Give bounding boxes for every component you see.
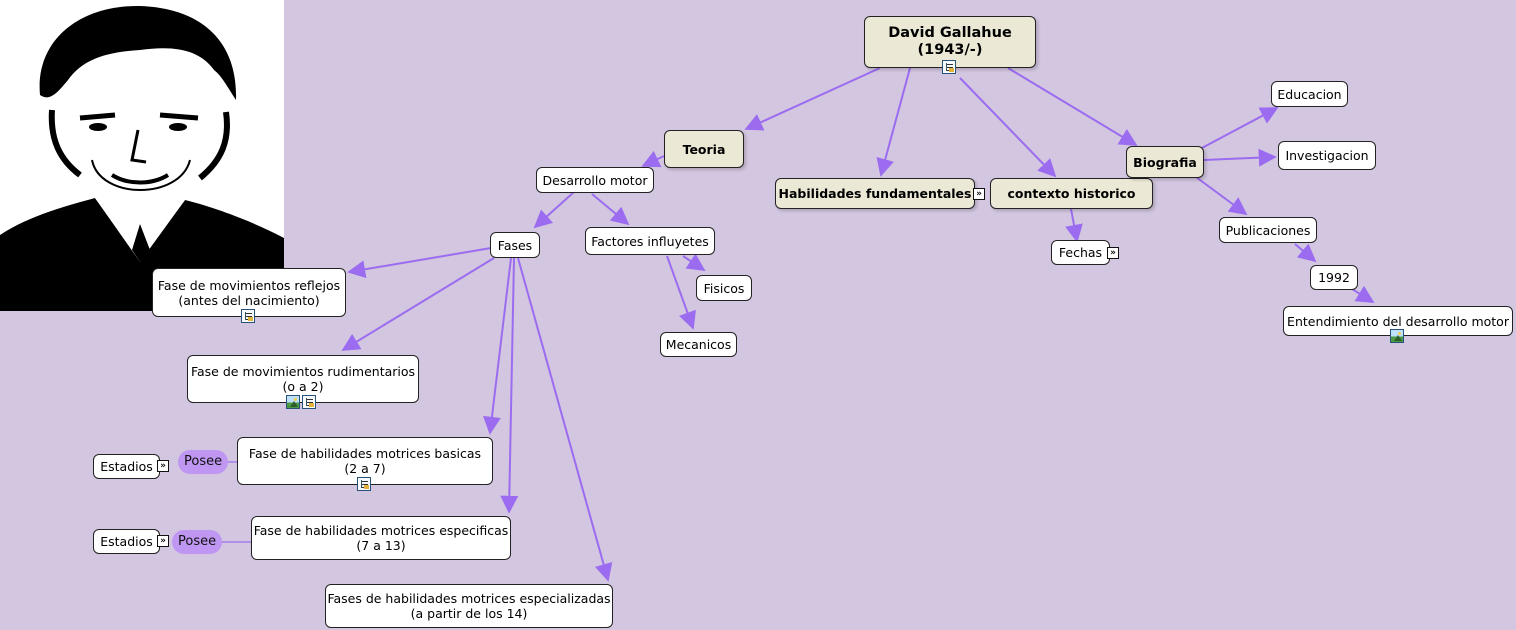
link-fases-rudimentarios [341, 257, 495, 351]
link-biografia-publicaciones [1195, 176, 1248, 216]
document-icon[interactable] [241, 309, 255, 323]
node-habilidades-fundamentales[interactable]: Habilidades fundamentales [775, 178, 975, 209]
link-fases-reflejos [347, 247, 492, 279]
link-desarrollo-factores [591, 193, 630, 226]
link-fases-especializadas [517, 257, 613, 582]
root-years: (1943/-) [917, 42, 983, 58]
link-teoria-desarrollo [641, 150, 665, 168]
node-fases[interactable]: Fases [490, 232, 540, 258]
link-factores-fisicos [682, 253, 706, 271]
linking-phrase-posee-especificas[interactable]: Posee [172, 530, 222, 554]
node-biografia[interactable]: Biografia [1126, 146, 1204, 178]
link-root-habilidades [876, 67, 911, 177]
fase-basicas-line1: Fase de habilidades motrices basicas [248, 446, 482, 461]
expand-icon[interactable]: » [1107, 247, 1119, 259]
entendimiento-resources [1390, 329, 1404, 343]
node-fisicos[interactable]: Fisicos [696, 275, 752, 301]
estadios-basicas-label: Estadios [100, 459, 153, 474]
link-factores-mecanicos [666, 255, 696, 330]
node-contexto-historico[interactable]: contexto historico [990, 178, 1153, 209]
node-fase-reflejos[interactable]: Fase de movimientos reflejos (antes del … [152, 268, 346, 317]
fase-especificas-line2: (7 a 13) [356, 538, 406, 553]
posee-especificas-label: Posee [178, 534, 217, 549]
node-habilidades-label: Habilidades fundamentales [778, 186, 972, 201]
link-publicaciones-1992 [1294, 243, 1317, 263]
link-root-biografia [1007, 67, 1138, 146]
node-contexto-label: contexto historico [1007, 186, 1136, 201]
fase-rudimentarios-line1: Fase de movimientos rudimentarios [190, 364, 416, 379]
node-fases-label: Fases [497, 237, 533, 253]
document-icon[interactable] [942, 60, 956, 74]
node-factores-influyentes[interactable]: Factores influyetes [585, 227, 715, 255]
fase-basicas-resources [357, 477, 371, 491]
link-1992-entendimiento [1351, 285, 1375, 303]
node-desarrollo-label: Desarrollo motor [542, 172, 648, 188]
node-fase-basicas[interactable]: Fase de habilidades motrices basicas (2 … [237, 437, 493, 485]
estadios-especificas-label: Estadios [100, 534, 153, 549]
linking-phrase-posee-basicas[interactable]: Posee [178, 450, 228, 474]
expand-icon[interactable]: » [157, 460, 169, 472]
image-icon[interactable] [1390, 329, 1404, 343]
link-fases-basicas [482, 257, 512, 435]
fase-reflejos-line1: Fase de movimientos reflejos [157, 277, 341, 293]
node-factores-label: Factores influyetes [591, 233, 709, 249]
node-educacion[interactable]: Educacion [1271, 81, 1348, 107]
root-title: David Gallahue [888, 25, 1012, 41]
node-educacion-label: Educacion [1277, 86, 1342, 102]
link-contexto-fechas [1065, 208, 1083, 243]
node-investigacion-label: Investigacion [1285, 148, 1369, 163]
document-icon[interactable] [302, 395, 316, 409]
fase-rudimentarios-resources [286, 395, 316, 409]
node-1992-label: 1992 [1318, 270, 1350, 285]
node-fase-especializadas[interactable]: Fases de habilidades motrices especializ… [325, 584, 613, 628]
expand-icon[interactable]: » [973, 188, 985, 200]
fase-reflejos-line2: (antes del nacimiento) [178, 292, 320, 308]
link-root-teoria [744, 67, 881, 131]
node-desarrollo-motor[interactable]: Desarrollo motor [536, 167, 654, 193]
node-teoria-label: Teoria [682, 141, 726, 157]
node-estadios-basicas[interactable]: Estadios [93, 454, 160, 479]
portrait-photo [0, 0, 284, 311]
node-publicaciones[interactable]: Publicaciones [1219, 217, 1317, 243]
node-fisicos-label: Fisicos [703, 280, 745, 296]
fase-especializadas-line1: Fases de habilidades motrices especializ… [327, 591, 611, 606]
image-icon[interactable] [286, 395, 300, 409]
link-root-contexto [959, 77, 1057, 178]
node-publicaciones-label: Publicaciones [1225, 222, 1311, 238]
link-biografia-investigacion [1203, 148, 1277, 167]
fase-especializadas-line2: (a partir de los 14) [410, 606, 528, 621]
node-entendimiento-label: Entendimiento del desarrollo motor [1287, 313, 1509, 329]
root-resources [942, 60, 956, 74]
link-fases-especificas [500, 257, 519, 514]
fase-basicas-line2: (2 a 7) [344, 461, 386, 476]
fase-reflejos-resources [241, 309, 255, 323]
fase-especificas-line1: Fase de habilidades motrices especificas [253, 523, 509, 538]
node-1992[interactable]: 1992 [1310, 265, 1358, 290]
link-biografia-educacion [1199, 107, 1279, 150]
posee-basicas-label: Posee [184, 454, 223, 469]
node-teoria[interactable]: Teoria [664, 130, 744, 168]
node-fechas[interactable]: Fechas [1051, 240, 1110, 265]
expand-icon[interactable]: » [157, 535, 169, 547]
node-mecanicos[interactable]: Mecanicos [660, 332, 737, 357]
node-mecanicos-label: Mecanicos [665, 337, 732, 352]
node-fase-especificas[interactable]: Fase de habilidades motrices especificas… [251, 516, 511, 560]
document-icon[interactable] [357, 477, 371, 491]
node-biografia-label: Biografia [1133, 154, 1197, 170]
node-fechas-label: Fechas [1058, 245, 1103, 260]
node-estadios-especificas[interactable]: Estadios [93, 529, 160, 554]
fase-rudimentarios-line2: (o a 2) [282, 379, 324, 394]
node-investigacion[interactable]: Investigacion [1278, 141, 1376, 170]
link-desarrollo-fases [533, 191, 575, 229]
